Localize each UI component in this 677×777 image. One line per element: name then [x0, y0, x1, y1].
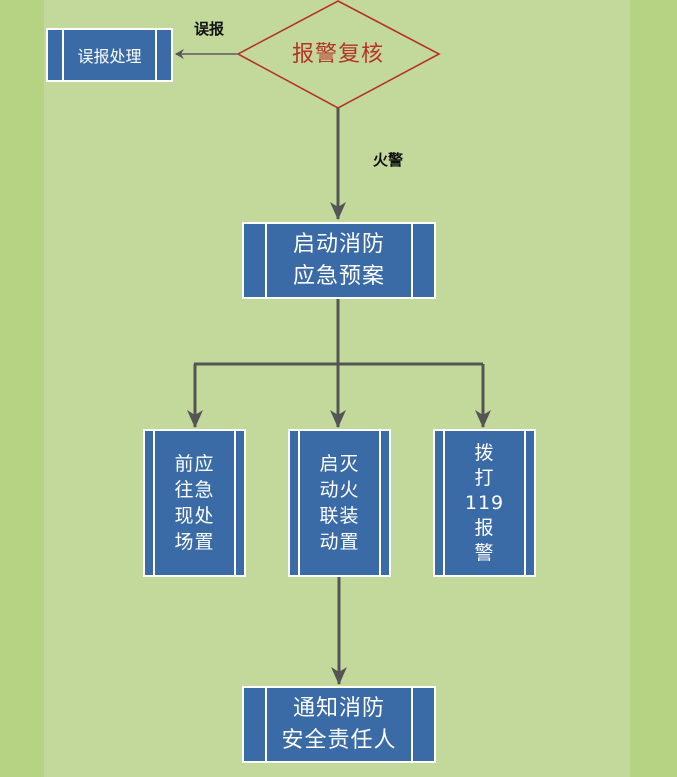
- node-false-alarm-handling-label: 误报处理: [77, 47, 142, 66]
- node-call-119-label: 拨 打 119 报 警: [464, 441, 505, 564]
- node-go-to-scene-label: 前应 往急 现处 场置: [174, 453, 215, 553]
- node-call-119[interactable]: 拨 打 119 报 警: [433, 429, 536, 577]
- decision-review-label: 报警复核: [291, 42, 384, 67]
- node-notify-safety-officer-label: 通知消防 安全责任人: [281, 695, 397, 753]
- node-start-fire-linkage-label: 启灭 动火 联装 动置: [319, 453, 360, 553]
- node-go-to-scene[interactable]: 前应 往急 现处 场置: [143, 429, 246, 577]
- node-start-fire-linkage[interactable]: 启灭 动火 联装 动置: [288, 429, 391, 577]
- edge-label-false-alarm: 误报: [194, 20, 225, 38]
- node-notify-safety-officer[interactable]: 通知消防 安全责任人: [242, 686, 436, 763]
- node-false-alarm-handling[interactable]: 误报处理: [46, 28, 173, 82]
- edge-label-fire-alarm: 火警: [373, 151, 404, 169]
- node-start-emergency-plan[interactable]: 启动消防 应急预案: [242, 222, 436, 299]
- node-start-emergency-plan-label: 启动消防 应急预案: [292, 231, 385, 289]
